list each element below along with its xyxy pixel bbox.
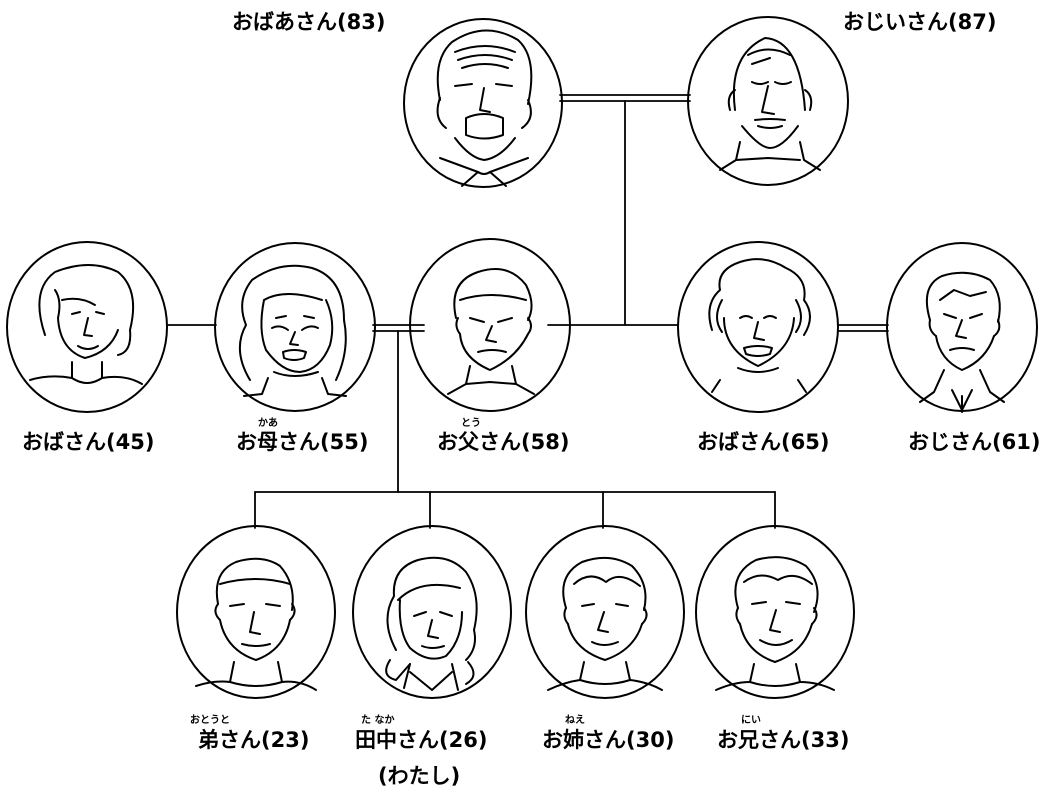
self-note: (わたし) (378, 764, 461, 788)
father-label: お父さん(58) (437, 430, 570, 454)
tanaka-label: 田中さん(26) (355, 728, 488, 752)
mother-portrait (214, 242, 376, 412)
mother-label: お母さん(55) (236, 430, 369, 454)
uncle-61-portrait (886, 242, 1038, 413)
grandfather-label: おじいさん(87) (843, 10, 997, 34)
aunt-65-label: おばさん(65) (697, 430, 830, 454)
aunt-65-portrait (677, 241, 839, 413)
aunt-45-portrait (6, 241, 168, 413)
older-sister-portrait (525, 525, 685, 699)
father-ruby: とう (461, 418, 481, 429)
older-brother-portrait (695, 525, 855, 699)
connector-lines (166, 94, 889, 529)
grandmother-label: おばあさん(83) (232, 10, 386, 34)
younger-brother-portrait (176, 525, 336, 699)
older-sister-label: お姉さん(30) (542, 728, 675, 752)
tanaka-ruby: た なか (361, 715, 395, 726)
father-portrait (409, 238, 571, 412)
grandfather-portrait (687, 16, 849, 186)
tanaka-portrait (352, 525, 512, 699)
older-sister-ruby: ねえ (565, 715, 585, 726)
older-brother-label: お兄さん(33) (717, 728, 850, 752)
grandmother-portrait (403, 18, 563, 188)
older-brother-ruby: にい (741, 715, 761, 726)
younger-brother-label: 弟さん(23) (198, 728, 310, 752)
younger-brother-ruby: おとうと (190, 715, 230, 726)
aunt-45-label: おばさん(45) (22, 430, 155, 454)
uncle-61-label: おじさん(61) (908, 430, 1041, 454)
mother-ruby: かあ (258, 418, 278, 429)
